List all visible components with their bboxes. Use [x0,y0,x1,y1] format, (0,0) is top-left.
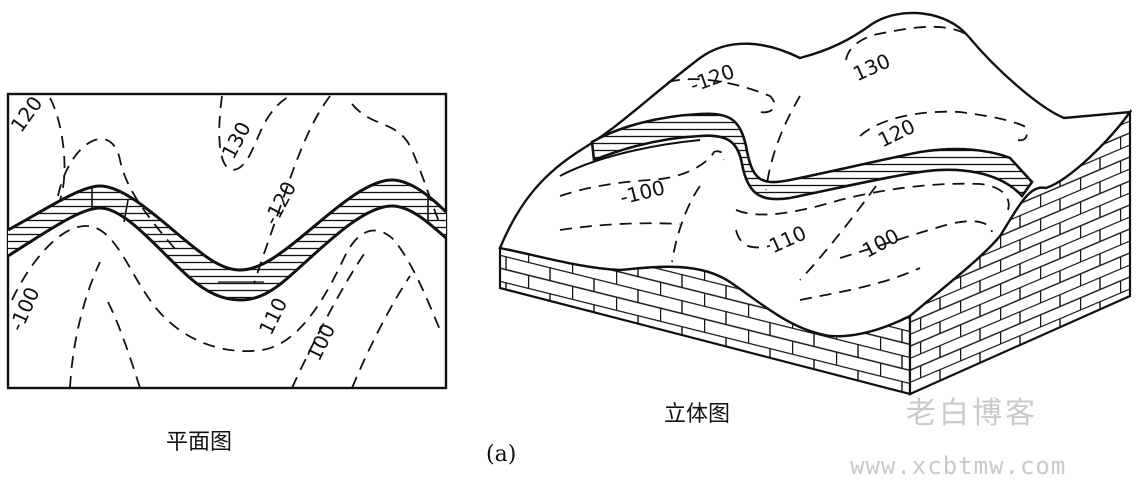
block-view-caption: 立体图 [664,402,731,427]
figure-label: (a) [486,442,517,467]
plan-layer-top-boundary [8,178,446,272]
plan-view-caption: 平面图 [166,430,233,455]
plan-view-map: 120 130 -120 -100 110 100 [4,92,448,390]
block-diagram-3d: -120 130 120 -100 110 100 [498,11,1133,396]
block-rock-layer [590,112,1034,201]
plan-view-frame [6,92,448,390]
watermark-url: www.xcbtmw.com [850,452,1067,480]
plan-layer-bottom-boundary [8,204,446,302]
watermark-title: 老白博客 [906,396,1038,431]
